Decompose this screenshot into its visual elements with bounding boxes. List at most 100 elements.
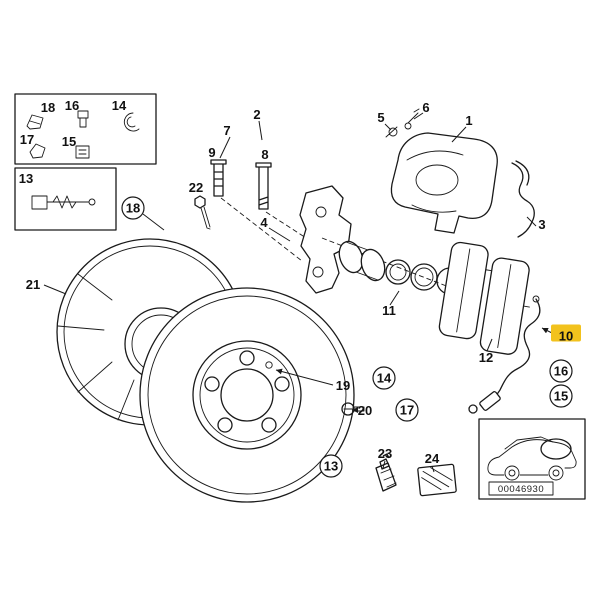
callout-18-circled[interactable]: 18 [121, 196, 145, 220]
callout-5[interactable]: 5 [377, 110, 384, 125]
callout-22[interactable]: 22 [189, 180, 203, 195]
callout-21[interactable]: 21 [26, 277, 40, 292]
brake-pad-inner [438, 241, 489, 340]
car-wheel [504, 465, 520, 481]
car-wheel-hub [552, 469, 560, 477]
callout-label: 17 [400, 403, 414, 418]
callout-circle [319, 454, 343, 478]
wear-sensor-art [468, 295, 541, 414]
set-screw-hole [265, 361, 273, 369]
caliper-bore [415, 164, 459, 196]
callout-12[interactable]: 12 [479, 350, 493, 365]
inset-box [14, 93, 157, 165]
sensor-wire [490, 298, 541, 404]
callout-7[interactable]: 7 [223, 123, 230, 138]
guide-pin-8 [255, 162, 272, 210]
inset-box-2 [14, 167, 117, 231]
callout-4[interactable]: 4 [260, 215, 268, 230]
leader-19 [275, 368, 334, 386]
callout-3[interactable]: 3 [538, 217, 545, 232]
callout-13[interactable]: 13 [19, 171, 33, 186]
caliper-contours [406, 150, 464, 213]
retainer-13-art [31, 195, 96, 210]
clip-14-art [123, 112, 140, 132]
grease-items-art [375, 453, 457, 497]
sensor-plug [479, 391, 501, 411]
retainer-inset [14, 167, 117, 231]
callout-16-circled[interactable]: 16 [549, 359, 573, 383]
spring-clip-art [511, 160, 535, 238]
leader-11 [389, 290, 400, 306]
callout-label: 15 [554, 389, 568, 404]
callout-circle [372, 366, 396, 390]
brake-disc-art [139, 287, 355, 503]
callout-23[interactable]: 23 [378, 446, 392, 461]
callout-10-highlighted[interactable]: 10 [551, 324, 581, 344]
callout-13-circled[interactable]: 13 [319, 454, 343, 478]
callout-label: 14 [377, 371, 392, 386]
leader-12 [486, 338, 493, 352]
car-window-line [504, 436, 554, 450]
bolt-22-head [194, 195, 206, 209]
leader-21 [43, 284, 67, 295]
assembly-axis-lines [220, 197, 321, 262]
leader-6 [413, 112, 424, 120]
car-location-inset: 00046930 [478, 418, 586, 500]
leader-18 [142, 213, 165, 231]
callout-8[interactable]: 8 [261, 147, 268, 162]
lug-hole [261, 417, 277, 433]
piston-and-seals-art [321, 237, 464, 295]
callout-circle [121, 196, 145, 220]
piston-sides [345, 241, 379, 281]
callout-19[interactable]: 19 [336, 378, 350, 393]
seal-ring-inner [389, 263, 407, 281]
callout-16[interactable]: 16 [65, 98, 79, 113]
sensor-tip [532, 295, 540, 303]
callout-14[interactable]: 14 [112, 98, 127, 113]
guide-pin-9 [210, 159, 227, 197]
part-number-plate [488, 481, 554, 496]
seal-ring [385, 259, 411, 285]
callout-14-circled[interactable]: 14 [372, 366, 396, 390]
callout-18[interactable]: 18 [41, 100, 55, 115]
grease-packet-hatch [421, 467, 453, 491]
part-number: 00046930 [498, 484, 544, 495]
disc-face-edge [147, 295, 347, 495]
callout-label: 10 [559, 329, 573, 344]
callout-24[interactable]: 24 [425, 451, 440, 466]
leader-2 [258, 120, 263, 141]
grease-tube-hatch [380, 468, 397, 488]
callout-circle [549, 359, 573, 383]
lug-hole [217, 417, 233, 433]
clip-parts-inset [14, 93, 157, 165]
car-wheel-hub [508, 469, 516, 477]
callout-circle [395, 398, 419, 422]
callout-17[interactable]: 17 [20, 132, 34, 147]
leader-5 [384, 123, 392, 131]
bleeder-screw-art [404, 108, 420, 130]
callout-15[interactable]: 15 [62, 134, 76, 149]
callout-17-circled[interactable]: 17 [395, 398, 419, 422]
callout-6[interactable]: 6 [422, 100, 429, 115]
callout-20[interactable]: 20 [358, 403, 372, 418]
clip-16-art [77, 110, 89, 128]
disc-hat-inner [199, 347, 295, 443]
callout-label: 16 [554, 364, 568, 379]
car-silhouette [487, 439, 577, 476]
callout-label: 13 [324, 459, 338, 474]
callout-15-circled[interactable]: 15 [549, 384, 573, 408]
fitting-5-art [385, 126, 398, 138]
screw-shaft [343, 406, 365, 412]
callout-1[interactable]: 1 [465, 113, 472, 128]
callout-11[interactable]: 11 [382, 303, 396, 318]
callout-9[interactable]: 9 [208, 145, 215, 160]
leader-3 [526, 216, 537, 227]
seal-ring-inner [414, 267, 434, 287]
leader-4 [268, 227, 291, 242]
pad-slot-2 [485, 264, 530, 349]
callout-2[interactable]: 2 [253, 107, 260, 122]
brake-pads-art [438, 241, 530, 355]
highlight-box [551, 324, 581, 342]
lug-hole [204, 376, 220, 392]
